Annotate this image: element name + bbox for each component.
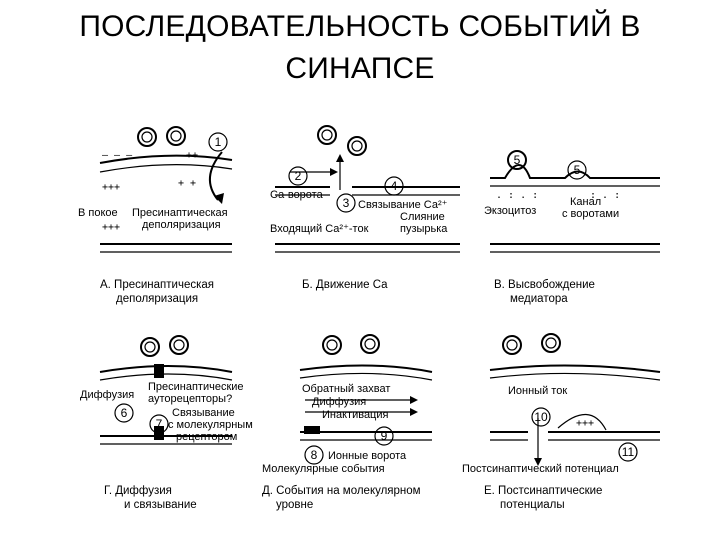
step-1-marker [208, 132, 228, 152]
step-8-number: 8 [311, 448, 318, 462]
vesicle [140, 337, 160, 357]
ion-label: ++ [186, 150, 198, 161]
step-7-number: 7 [156, 417, 163, 431]
ion-label: – – – [102, 150, 133, 161]
vesicle [360, 334, 380, 354]
vesicle [347, 136, 367, 156]
label-receptor-binding: Связывание с молекулярным рецептором [168, 407, 256, 443]
label-diffusion: Диффузия [80, 389, 134, 401]
ion-label: + + [178, 178, 196, 189]
vesicle [137, 127, 157, 147]
step-7-marker [149, 414, 169, 434]
panel-d: 6 7 Диффузия Пресинаптические ауторецепт… [80, 335, 256, 511]
step-4-marker [384, 176, 404, 196]
label-exocytosis: Экзоцитоз [484, 205, 536, 217]
vesicle [541, 333, 561, 353]
transmitter-dots: : . : [590, 190, 620, 201]
label-gated-channel: Канал с воротами [562, 196, 619, 220]
vesicle [169, 335, 189, 355]
label-inactivation: Инактивация [322, 409, 389, 421]
caption-c: В. Высвобождение медиатора [494, 279, 598, 305]
label-depolarization: Пресинаптическая деполяризация [132, 207, 231, 231]
vesicle [317, 125, 337, 145]
step-5-marker [567, 160, 587, 180]
step-6-number: 6 [121, 406, 128, 420]
page-title-line2: СИНАПСЕ [285, 52, 435, 85]
caption-e: Д. События на молекулярном уровне [262, 485, 424, 511]
step-9-number: 9 [381, 429, 388, 443]
label-ca-binding: Связывание Са²⁺ [358, 199, 448, 211]
caption-f: Е. Постсинаптические потенциалы [484, 485, 606, 511]
caption-a: А. Пресинаптическая деполяризация [100, 279, 217, 305]
vesicle [322, 335, 342, 355]
panel-b: 2 3 4 Са-ворота Связывание Са²⁺ Слияние … [270, 125, 460, 291]
caption-d: Г. Диффузия и связывание [104, 485, 197, 511]
step-10-marker [531, 407, 551, 427]
vesicle [166, 126, 186, 146]
label-diffusion: Диффузия [312, 396, 366, 408]
step-5b-number: 5 [574, 163, 581, 177]
presynaptic-membrane [99, 365, 233, 373]
step-2-marker [288, 166, 308, 186]
label-vesicle-fusion: Слияние пузырька [400, 211, 448, 235]
transmitter-dots: . : . : [496, 190, 538, 201]
label-ca-gates: Са-ворота [270, 189, 324, 201]
panel-a: 1 – – – ++ +++ + + +++ В покое Пресинапт… [78, 126, 233, 305]
step-11-marker [618, 442, 638, 462]
step-6-marker [114, 403, 134, 423]
ion-label: +++ [102, 182, 120, 193]
label-ca-current: Входящий Са²⁺-ток [270, 223, 369, 235]
potential-arrow [557, 413, 607, 431]
label-rest: В покое [78, 207, 118, 219]
vesicle [507, 150, 527, 170]
panel-f: 10 11 +++ Ионный ток Постсинаптический п… [462, 333, 661, 511]
label-ion-current: Ионный ток [508, 385, 567, 397]
step-3-marker [336, 193, 356, 213]
caption-b: Б. Движение Са [302, 279, 388, 291]
step-8-marker [304, 445, 324, 465]
step-5-number: 5 [514, 153, 521, 167]
ion-label: +++ [102, 222, 120, 233]
step-11-number: 11 [622, 445, 635, 459]
step-1-number: 1 [215, 135, 222, 149]
label-molecular-events: Молекулярные события [262, 463, 385, 475]
presynaptic-membrane [489, 364, 661, 373]
label-postsynaptic-potential: Постсинаптический потенциал [462, 463, 619, 475]
label-reuptake: Обратный захват [302, 383, 390, 395]
panel-c: 5 5 . : . : : . : Экзоцитоз Канал с воро… [484, 150, 660, 305]
autoreceptor [154, 364, 164, 378]
label-ion-gates: Ионные ворота [328, 450, 407, 462]
vesicle [502, 335, 522, 355]
step-2-number: 2 [295, 169, 302, 183]
step-10-number: 10 [534, 410, 548, 424]
page-title-line1: ПОСЛЕДОВАТЕЛЬНОСТЬ СОБЫТИЙ В [79, 10, 641, 43]
step-4-number: 4 [391, 179, 398, 193]
step-9-marker [374, 426, 394, 446]
panel-e: 9 8 Обратный захват Диффузия Инактивация… [262, 334, 433, 511]
presynaptic-membrane [299, 364, 433, 373]
presynaptic-membrane [490, 164, 660, 179]
ion-gate [304, 426, 320, 434]
ion-label: +++ [576, 418, 594, 429]
step-3-number: 3 [343, 196, 350, 210]
label-autoreceptors: Пресинаптические ауторецепторы? [148, 381, 247, 405]
